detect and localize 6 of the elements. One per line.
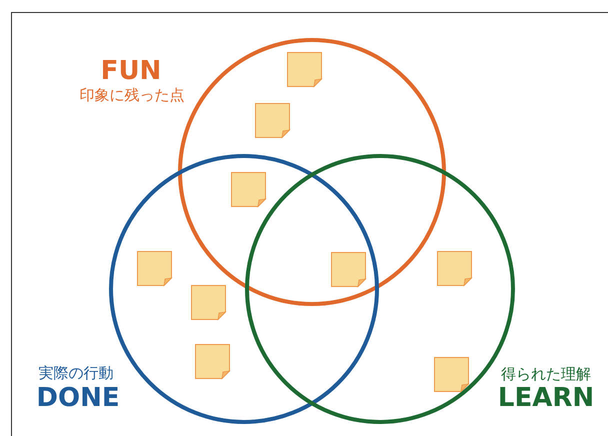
category-title: FUN [100, 58, 162, 86]
category-subtitle: 得られた理解 [501, 367, 591, 383]
category-subtitle: 印象に残った点 [80, 88, 184, 104]
category-title: DONE [36, 385, 120, 412]
category-title: LEARN [498, 385, 594, 412]
category-subtitle: 実際の行動 [38, 366, 114, 382]
